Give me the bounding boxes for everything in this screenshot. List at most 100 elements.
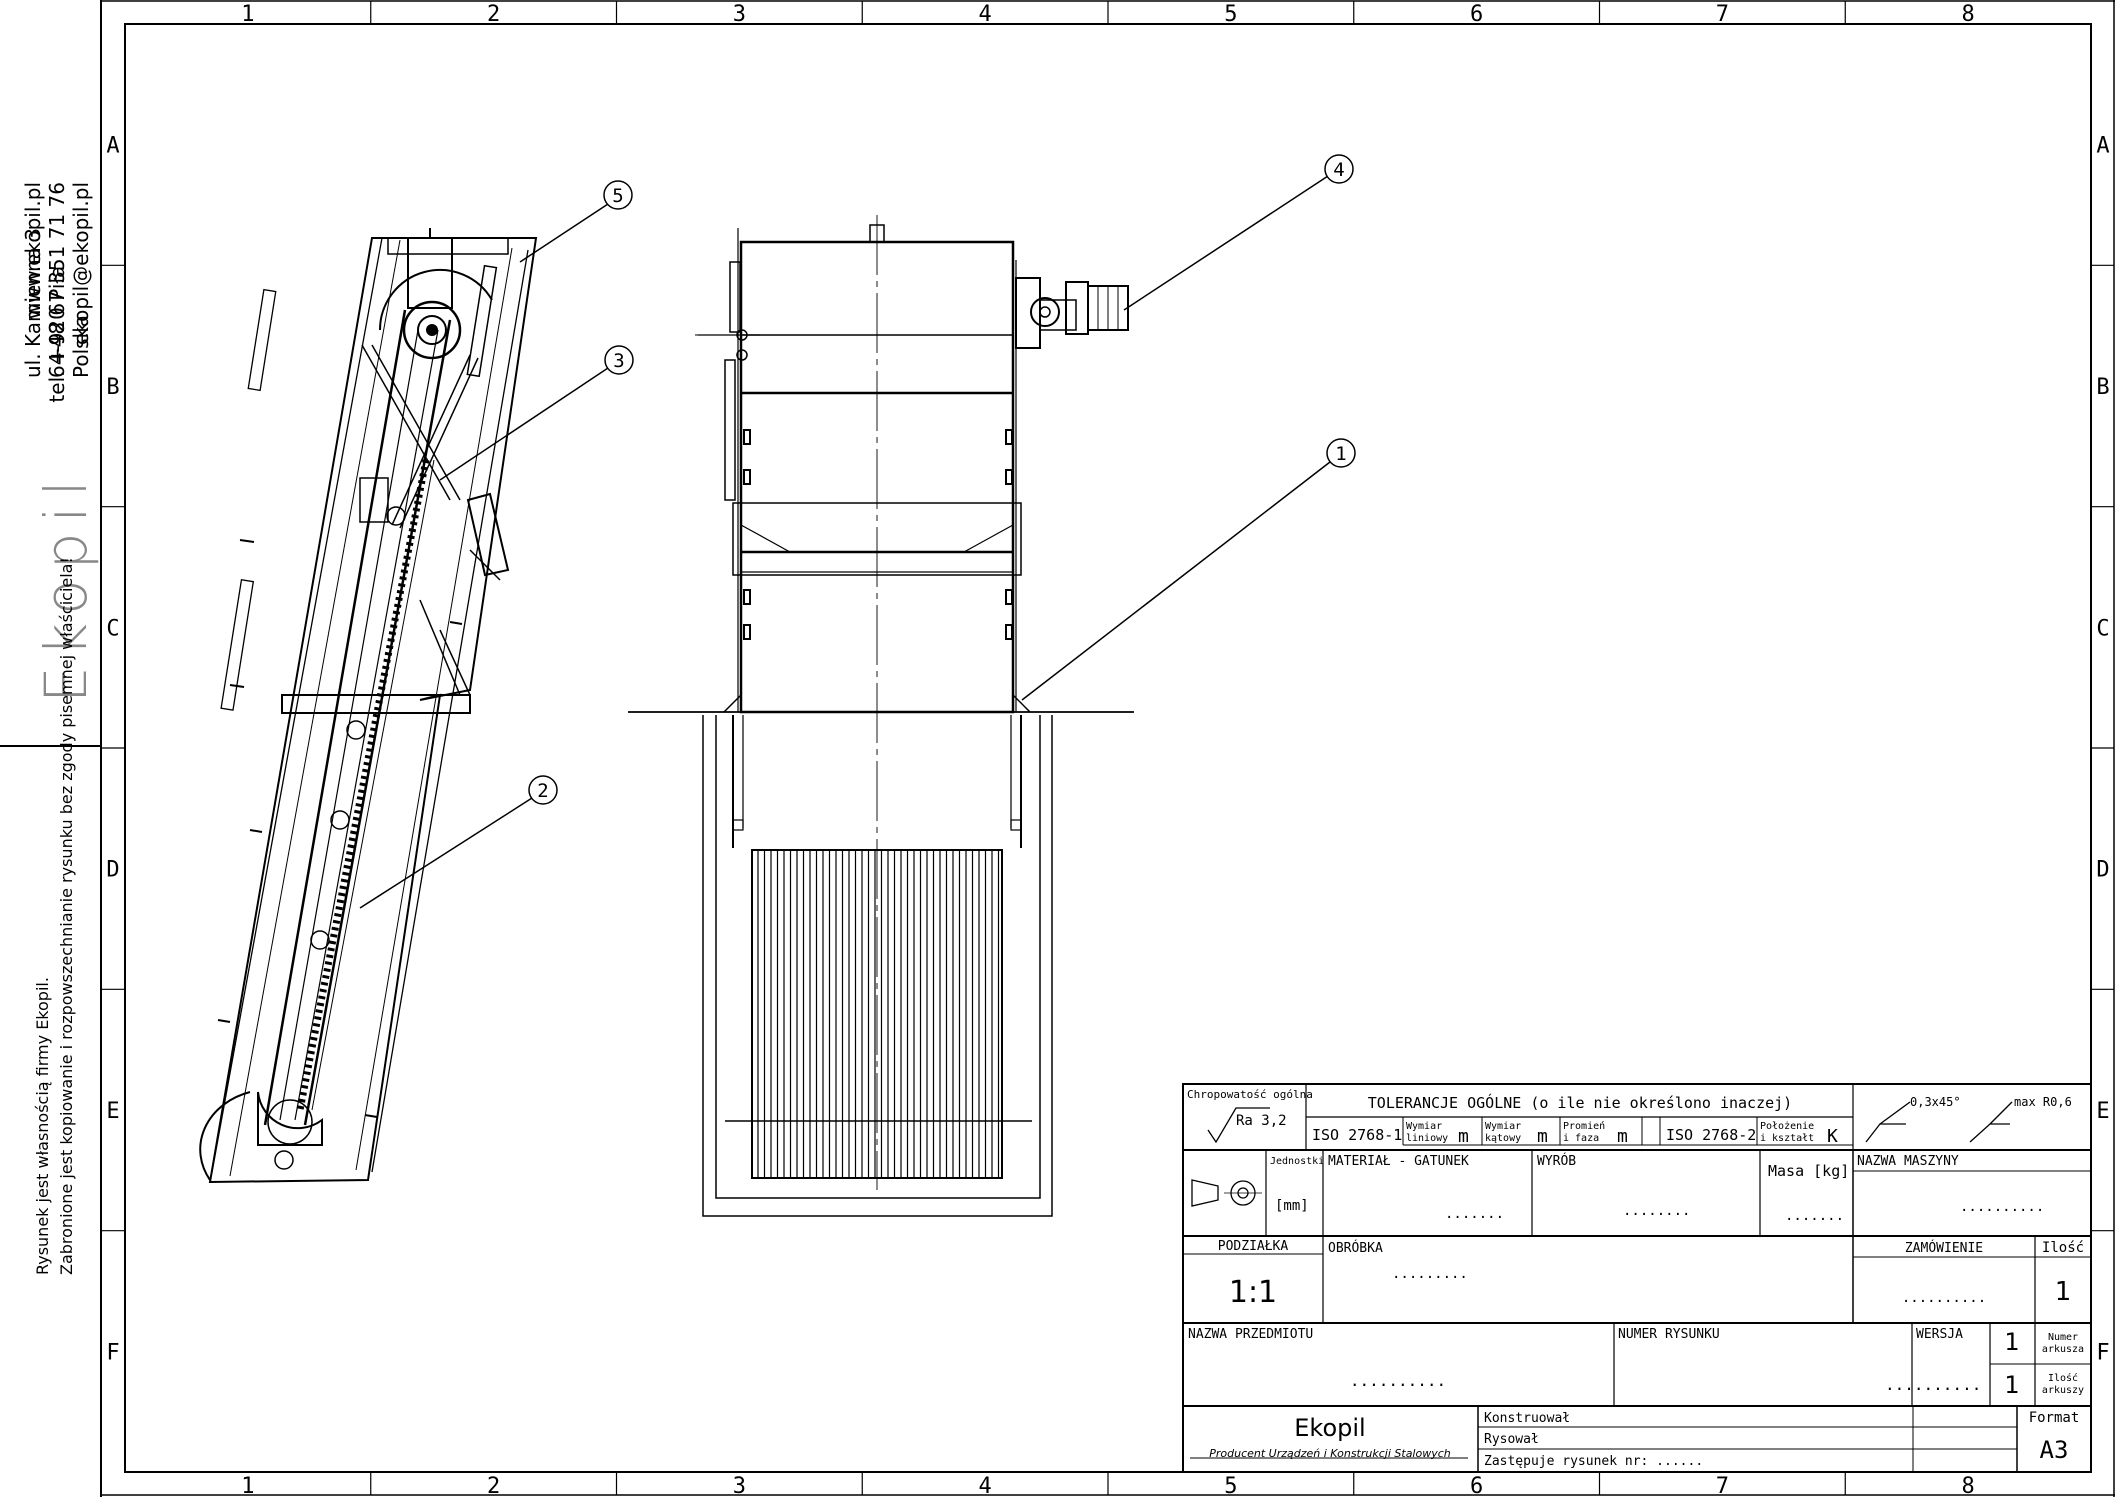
address-line-2: 64-920 Piła bbox=[45, 266, 69, 378]
side-logo-text: Ekopil bbox=[32, 470, 100, 703]
linear-value: m bbox=[1458, 1126, 1469, 1147]
copyright-line-2: Zabronione jest kopiowanie i rozpowszech… bbox=[57, 557, 76, 1275]
callout-1-label: 1 bbox=[1335, 443, 1346, 465]
callout-5: 5 bbox=[519, 180, 633, 263]
column-label-top-4: 4 bbox=[979, 2, 992, 27]
column-label-bottom-5: 5 bbox=[1224, 1474, 1237, 1497]
row-label-left-F: F bbox=[106, 1340, 119, 1365]
column-label-top-8: 8 bbox=[1962, 2, 1975, 27]
drawing-no-label: NUMER RYSUNKU bbox=[1618, 1327, 1720, 1342]
email: ekopil@ekopil.pl bbox=[69, 182, 93, 345]
sheet-count-label-1: Ilość bbox=[2048, 1372, 2078, 1384]
order-label: ZAMÓWIENIE bbox=[1905, 1240, 1983, 1256]
processing-value: ......... bbox=[1392, 1266, 1468, 1282]
scale-value: 1:1 bbox=[1229, 1275, 1277, 1310]
column-label-top-5: 5 bbox=[1224, 2, 1237, 27]
row-label-left-A: A bbox=[106, 134, 119, 159]
product-label: WYRÓB bbox=[1537, 1153, 1576, 1169]
column-label-bottom-4: 4 bbox=[979, 1474, 992, 1497]
mass-label: Masa [kg] bbox=[1768, 1162, 1849, 1180]
sheet-no-label-1: Numer bbox=[2048, 1332, 2078, 1343]
material-value: ....... bbox=[1445, 1206, 1504, 1222]
angular-label-2: kątowy bbox=[1485, 1133, 1521, 1144]
row-label-left-D: D bbox=[106, 858, 119, 883]
row-label-left-B: B bbox=[106, 375, 119, 400]
row-label-right-B: B bbox=[2096, 375, 2109, 400]
row-label-right-E: E bbox=[2096, 1099, 2109, 1124]
column-label-top-6: 6 bbox=[1470, 2, 1483, 27]
scale-label: PODZIAŁKA bbox=[1218, 1239, 1289, 1254]
column-label-top-7: 7 bbox=[1716, 2, 1729, 27]
designed-label: Konstruował bbox=[1484, 1411, 1570, 1426]
format-value: A3 bbox=[2040, 1436, 2069, 1464]
front-view-screen bbox=[628, 215, 1134, 1217]
drawing-no-value: .......... bbox=[1885, 1375, 1981, 1394]
side-logo: Ekopil bbox=[32, 470, 100, 703]
callout-4: 4 bbox=[1123, 154, 1354, 311]
callout-4-label: 4 bbox=[1333, 159, 1344, 181]
qty-value: 1 bbox=[2055, 1277, 2072, 1307]
sheet-count-value: 1 bbox=[2004, 1371, 2019, 1399]
chamfer-value: 0,3x45° bbox=[1910, 1095, 1961, 1109]
title-block: Chropowatość ogólna Ra 3,2 TOLERANCJE OG… bbox=[1182, 1083, 2092, 1473]
unit-value: [mm] bbox=[1275, 1198, 1309, 1214]
roughness-value: Ra 3,2 bbox=[1236, 1113, 1287, 1129]
sheet-count-label-2: arkuszy bbox=[2042, 1385, 2084, 1396]
row-label-right-D: D bbox=[2096, 858, 2109, 883]
sheet-no-label-2: arkusza bbox=[2042, 1344, 2084, 1355]
callout-3-label: 3 bbox=[613, 350, 624, 372]
column-label-bottom-1: 1 bbox=[241, 1474, 254, 1497]
row-label-right-A: A bbox=[2096, 134, 2109, 159]
linear-label-2: liniowy bbox=[1406, 1133, 1448, 1144]
product-value: ........ bbox=[1623, 1203, 1690, 1219]
column-label-bottom-2: 2 bbox=[487, 1474, 500, 1497]
radius-value: m bbox=[1617, 1126, 1628, 1147]
material-label: MATERIAŁ - GATUNEK bbox=[1328, 1154, 1469, 1169]
column-label-bottom-6: 6 bbox=[1470, 1474, 1483, 1497]
company-name: Ekopil bbox=[1294, 1414, 1365, 1442]
version-value: 1 bbox=[2004, 1328, 2019, 1356]
format-label: Format bbox=[2029, 1410, 2080, 1426]
column-label-top-1: 1 bbox=[241, 2, 254, 27]
qty-label: Ilość bbox=[2042, 1240, 2084, 1256]
callout-2-label: 2 bbox=[537, 780, 548, 802]
replaces-label: Zastępuje rysunek nr: ...... bbox=[1484, 1454, 1703, 1469]
row-label-left-C: C bbox=[106, 616, 119, 641]
max-radius-value: max R0,6 bbox=[2014, 1095, 2072, 1109]
address-line-3: Polska bbox=[69, 315, 93, 378]
position-label-2: i kształt bbox=[1760, 1133, 1814, 1144]
screen-bars bbox=[757, 850, 1000, 1178]
item-name-value: .......... bbox=[1350, 1371, 1446, 1390]
position-label-1: Położenie bbox=[1760, 1121, 1814, 1132]
item-name-label: NAZWA PRZEDMIOTU bbox=[1188, 1327, 1313, 1342]
column-label-bottom-7: 7 bbox=[1716, 1474, 1729, 1497]
unit-label: Jednostki bbox=[1270, 1156, 1324, 1167]
drawn-label: Rysował bbox=[1484, 1432, 1539, 1447]
column-label-top-3: 3 bbox=[733, 2, 746, 27]
callout-2: 2 bbox=[359, 775, 558, 909]
copyright-line-1: Rysunek jest własnością firmy Ekopil. bbox=[33, 977, 52, 1275]
row-label-right-F: F bbox=[2096, 1340, 2109, 1365]
linear-label-1: Wymiar bbox=[1406, 1121, 1442, 1132]
tolerance-title: TOLERANCJE OGÓLNE (o ile nie określono i… bbox=[1368, 1093, 1792, 1112]
contact-block: www.ekopil.pl tel. +48 67 351 71 76 ekop… bbox=[21, 182, 93, 403]
address-line-1: ul. Kamienna 3 bbox=[21, 228, 45, 378]
roughness-label: Chropowatość ogólna bbox=[1187, 1088, 1313, 1101]
callouts: 5 3 4 1 2 bbox=[359, 154, 1356, 909]
grid-zone-ticks bbox=[101, 1, 2114, 1495]
column-label-bottom-8: 8 bbox=[1962, 1474, 1975, 1497]
side-view-inclined-screen bbox=[199, 228, 538, 1184]
iso-2768-1: ISO 2768-1 bbox=[1312, 1126, 1402, 1144]
radius-label-2: i faza bbox=[1563, 1133, 1599, 1144]
website: www.ekopil.pl bbox=[21, 182, 45, 319]
mass-value: ....... bbox=[1785, 1208, 1844, 1224]
callout-1: 1 bbox=[1021, 438, 1356, 701]
row-label-left-E: E bbox=[106, 1099, 119, 1124]
version-label: WERSJA bbox=[1916, 1327, 1963, 1342]
iso-2768-2: ISO 2768-2 bbox=[1666, 1126, 1756, 1144]
machine-label: NAZWA MASZYNY bbox=[1857, 1154, 1959, 1169]
angular-label-1: Wymiar bbox=[1485, 1121, 1521, 1132]
callout-3: 3 bbox=[439, 345, 634, 481]
